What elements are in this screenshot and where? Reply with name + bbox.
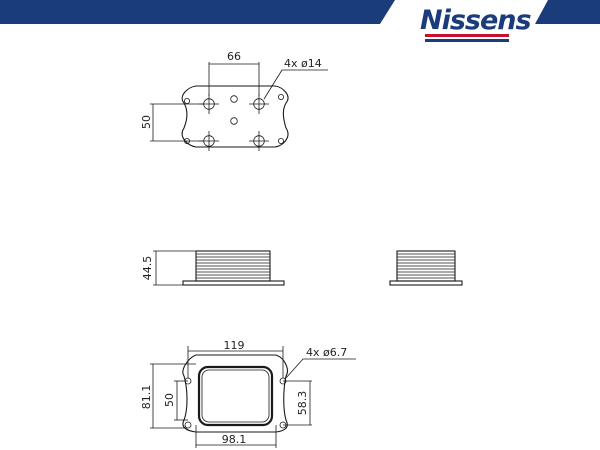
top-corner-hole bbox=[277, 137, 284, 144]
bottom-right-label: 58.3 bbox=[296, 391, 309, 416]
holes-note-bottom: 4x ø6.7 bbox=[285, 346, 356, 379]
dimension-50-bottom: 50 bbox=[163, 380, 188, 421]
plate-lines bbox=[397, 253, 455, 279]
bottom-left-outer-label: 81.1 bbox=[140, 385, 153, 410]
top-corner-hole bbox=[277, 94, 284, 101]
dimension-66: 66 bbox=[208, 50, 260, 96]
top-corner-hole bbox=[183, 98, 190, 105]
top-view-flange bbox=[181, 85, 289, 148]
seal-outline bbox=[197, 365, 274, 427]
nissens-logo: Nissens bbox=[420, 5, 533, 42]
top-width-label: 66 bbox=[227, 50, 241, 63]
side-height-label: 44.5 bbox=[141, 256, 154, 281]
top-view: 66 4x ø14 50 bbox=[140, 50, 328, 151]
plate-lines bbox=[196, 253, 270, 279]
logo-stripe-red bbox=[425, 34, 509, 37]
bottom-width2-label: 98.1 bbox=[222, 433, 247, 446]
dimension-58-3: 58.3 bbox=[283, 380, 312, 426]
dimension-50-top: 50 bbox=[140, 103, 203, 142]
top-center-hole bbox=[230, 117, 238, 125]
header-banner-right bbox=[535, 0, 600, 24]
bolt-hole bbox=[249, 94, 269, 114]
dimension-119: 119 bbox=[187, 339, 284, 378]
bottom-view: 119 4x ø6.7 81.1 50 58.3 bbox=[140, 339, 356, 448]
logo-stripe-blue bbox=[425, 39, 509, 42]
holes-note-top: 4x ø14 bbox=[263, 57, 328, 100]
bottom-holes-label: 4x ø6.7 bbox=[306, 346, 347, 359]
top-holes-label: 4x ø14 bbox=[284, 57, 322, 70]
top-center-hole bbox=[230, 95, 238, 103]
dimension-98-1: 98.1 bbox=[195, 425, 277, 448]
dimension-44-5: 44.5 bbox=[141, 250, 196, 286]
side-view-right bbox=[389, 250, 463, 286]
logo-text: Nissens bbox=[420, 5, 532, 36]
dimension-81-1: 81.1 bbox=[140, 363, 196, 429]
bottom-corner-hole bbox=[184, 421, 192, 429]
header-banner-left bbox=[0, 0, 395, 24]
bottom-left-inner-label: 50 bbox=[163, 393, 176, 407]
bolt-hole bbox=[249, 131, 269, 151]
top-height-label: 50 bbox=[140, 115, 153, 129]
bottom-width-label: 119 bbox=[224, 339, 245, 352]
seal-inner bbox=[201, 369, 270, 423]
side-view-left: 44.5 bbox=[141, 250, 285, 286]
